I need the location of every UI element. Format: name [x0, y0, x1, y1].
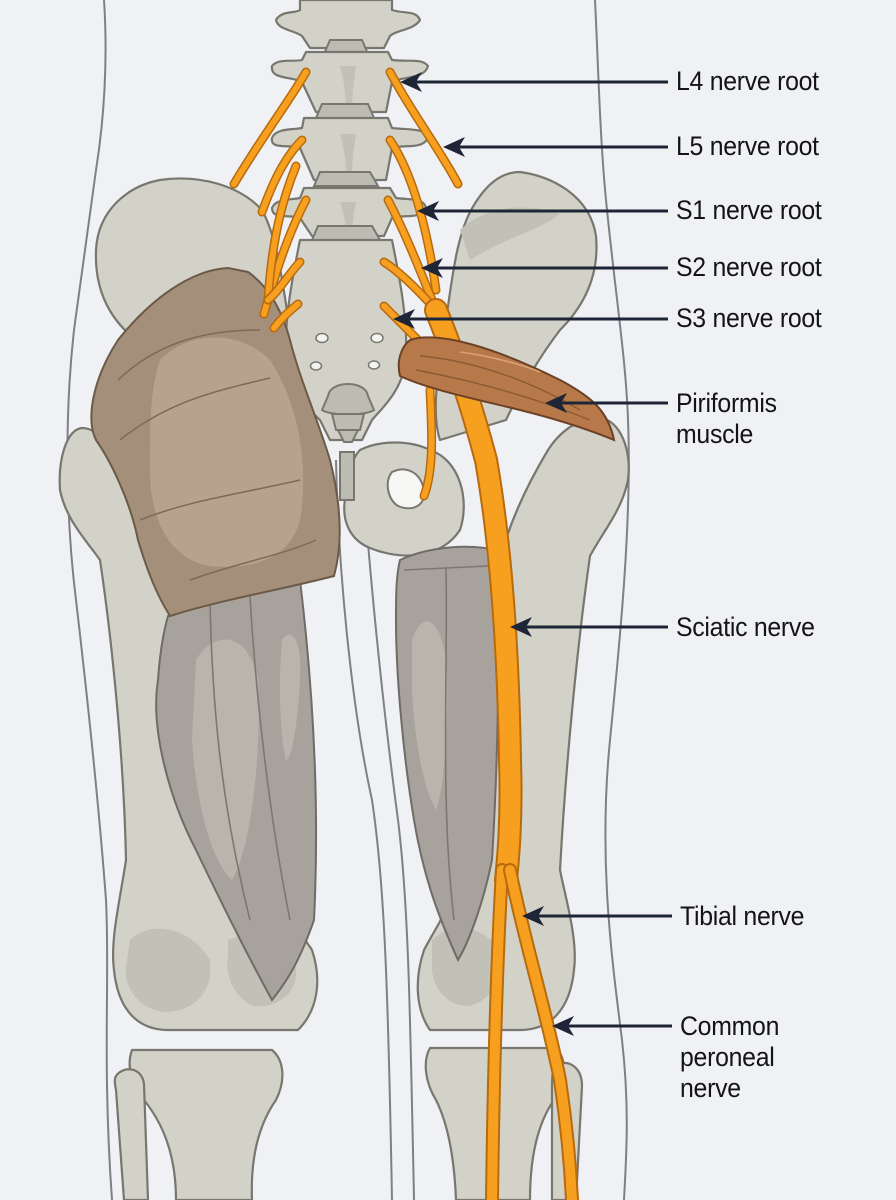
label-line: Tibial nerve	[680, 901, 805, 931]
l5-label: L5 nerve root	[676, 131, 819, 162]
label-line: L4 nerve root	[676, 66, 819, 96]
arrowhead-icon	[552, 1016, 574, 1036]
hamstring-muscles	[155, 545, 500, 1002]
label-line: S1 nerve root	[676, 195, 822, 225]
arrowhead-icon	[522, 906, 544, 926]
sciatic-label: Sciatic nerve	[676, 612, 815, 643]
label-line: L5 nerve root	[676, 131, 819, 161]
lower-leg-bones	[113, 1046, 584, 1200]
s2-label: S2 nerve root	[676, 252, 822, 283]
s3-label: S3 nerve root	[676, 303, 822, 334]
arrowhead-icon	[400, 72, 422, 92]
label-line: S2 nerve root	[676, 252, 822, 282]
label-line: muscle	[676, 419, 754, 449]
arrowhead-icon	[393, 309, 415, 329]
tibial-label: Tibial nerve	[680, 901, 804, 932]
label-line: Piriformis	[676, 388, 777, 418]
l4-label: L4 nerve root	[676, 66, 819, 97]
left-nerve-roots	[229, 67, 311, 333]
arrowhead-icon	[443, 137, 465, 157]
lumbar-vertebrae	[270, 0, 430, 241]
label-line: peroneal	[680, 1042, 775, 1072]
arrowhead-icon	[510, 617, 532, 637]
label-line: Sciatic nerve	[676, 612, 815, 642]
arrowhead-icon	[545, 393, 567, 413]
label-line: nerve	[680, 1073, 741, 1103]
label-line: Common	[680, 1011, 780, 1041]
gluteus-maximus	[90, 266, 341, 618]
label-line: S3 nerve root	[676, 303, 822, 333]
leader-lines	[393, 72, 672, 1036]
arrowhead-icon	[421, 258, 443, 278]
arrowhead-icon	[417, 201, 439, 221]
body-silhouette	[66, 0, 630, 1200]
s1-label: S1 nerve root	[676, 195, 822, 226]
